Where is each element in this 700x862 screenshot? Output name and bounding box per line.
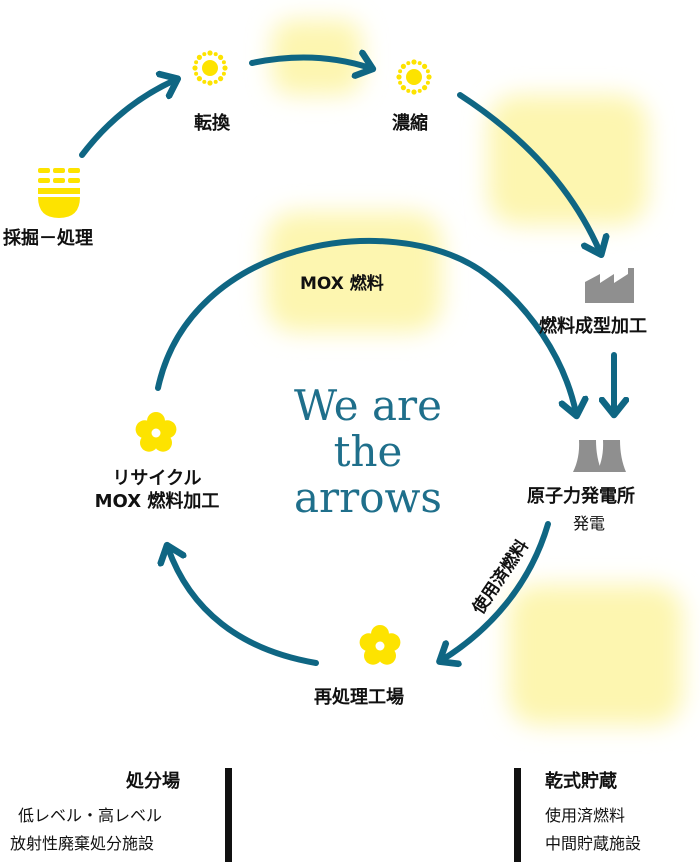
highlight-blob-center [266, 212, 442, 332]
arrow-reprocessing-to-recycle [168, 548, 319, 666]
label-power-plant: 原子力発電所 [527, 486, 635, 507]
cycle-arrows [79, 58, 614, 666]
label-enrichment: 濃縮 [392, 113, 428, 134]
label-fuel-fabrication: 燃料成型加工 [539, 316, 647, 337]
disposal-divider [225, 768, 232, 862]
highlight-blob-right [488, 95, 648, 225]
dry-storage-line1: 使用済燃料 [545, 806, 626, 825]
dry-storage-line2: 中間貯蔵施設 [545, 834, 642, 853]
arrow-enrichment-to-fabrication [457, 92, 600, 252]
mining-stripes-icon [38, 168, 80, 218]
cooling-tower-icon [573, 440, 626, 472]
label-reprocessing: 再処理工場 [314, 687, 404, 708]
arrow-mox-fuel-loop [155, 237, 576, 413]
arrow-plant-to-reprocessing [442, 521, 551, 660]
disposal-line2: 放射性廃棄処分施設 [10, 834, 155, 853]
highlight-blob-bottom-right [508, 585, 683, 725]
flower-icon [359, 625, 401, 665]
dry-storage-divider [514, 768, 521, 862]
tagline-line1: We are [294, 381, 442, 430]
dry-storage-title: 乾式貯蔵 [545, 771, 617, 792]
label-mox-recycle: リサイクル MOX 燃料加工 [62, 468, 252, 513]
tagline: We are the arrows [268, 383, 468, 521]
label-mox-recycle-line1: リサイクル [112, 468, 202, 489]
label-power-generation: 発電 [573, 514, 606, 533]
sun-burst-icon [396, 59, 432, 95]
tagline-line2: the [333, 427, 403, 476]
label-mox-recycle-line2: MOX 燃料加工 [94, 490, 220, 512]
disposal-line1: 低レベル・高レベル [18, 806, 163, 825]
label-conversion: 転換 [194, 113, 230, 134]
flower-icon [135, 412, 177, 452]
factory-icon [585, 268, 634, 303]
label-mining: 採掘－処理 [3, 228, 93, 249]
sun-burst-icon [192, 50, 228, 86]
label-mox-fuel: MOX 燃料 [300, 274, 384, 294]
tagline-line3: arrows [294, 473, 442, 522]
arrow-conversion-to-enrichment [249, 58, 370, 68]
arrow-mining-to-conversion [79, 80, 175, 158]
disposal-title: 処分場 [126, 771, 180, 792]
highlight-blobs [266, 20, 683, 725]
